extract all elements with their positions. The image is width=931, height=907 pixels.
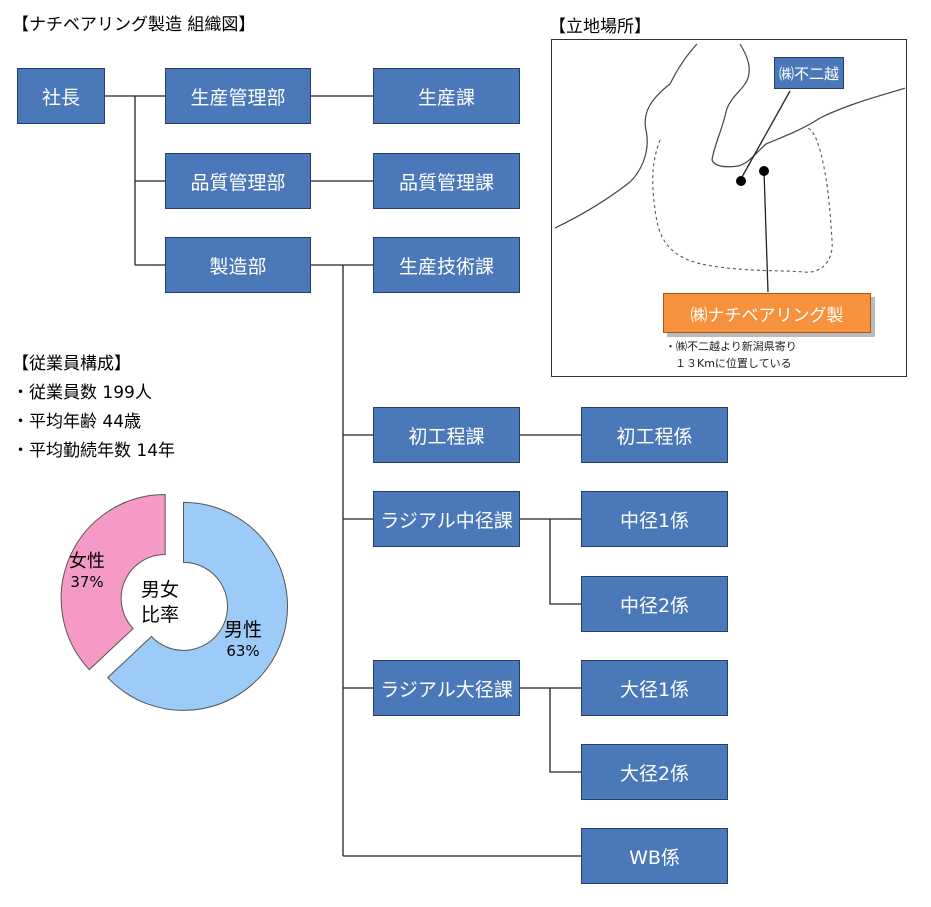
- employee-heading: 【従業員構成】: [12, 354, 131, 374]
- org-box-quality-mgmt-dept: 品質管理部: [165, 153, 311, 209]
- employee-info: 【従業員構成】 ・従業員数 199人 ・平均年齢 44歳 ・平均勤続年数 14年: [12, 350, 175, 466]
- org-box-large1-unit: 大径1係: [581, 660, 728, 716]
- pie-slice-female: [60, 493, 166, 671]
- map-note-line1: ・㈱不二越より新潟県寄り: [665, 340, 797, 353]
- org-box-large2-unit: 大径2係: [581, 744, 728, 800]
- location-map: ㈱不二越 ㈱ナチベアリング製 ・㈱不二越より新潟県寄り １３Kmに位置している: [551, 39, 907, 377]
- male-pct: 63%: [226, 642, 260, 660]
- org-box-initial-process-unit: 初工程係: [581, 407, 728, 463]
- pie-label-female: 女性 37%: [62, 547, 112, 591]
- map-label-nachi-bearing: ㈱ナチベアリング製: [663, 293, 871, 333]
- org-box-radial-large-section: ラジアル大径課: [373, 660, 520, 716]
- employee-count: ・従業員数 199人: [12, 383, 152, 403]
- org-box-mid2-unit: 中径2係: [581, 576, 728, 632]
- map-coastline: [554, 43, 905, 293]
- pie-center-line1: 男女: [140, 579, 179, 601]
- org-box-production-mgmt-dept: 生産管理部: [165, 68, 311, 124]
- org-box-mid1-unit: 中径1係: [581, 491, 728, 547]
- pie-center-line2: 比率: [140, 604, 179, 626]
- employee-avg-age: ・平均年齢 44歳: [12, 412, 142, 432]
- org-box-tech-section: 生産技術課: [373, 237, 520, 293]
- org-box-production-section: 生産課: [373, 68, 520, 124]
- gender-ratio-donut-chart: [60, 493, 288, 711]
- male-label: 男性: [223, 619, 262, 641]
- map-note: ・㈱不二越より新潟県寄り １３Kmに位置している: [665, 338, 797, 372]
- map-label-fujikoshi: ㈱不二越: [774, 57, 845, 89]
- map-note-line2: １３Kmに位置している: [675, 357, 792, 370]
- org-box-radial-mid-section: ラジアル中径課: [373, 491, 520, 547]
- org-box-president: 社長: [17, 68, 105, 124]
- female-pct: 37%: [70, 573, 104, 591]
- employee-avg-tenure: ・平均勤続年数 14年: [12, 441, 176, 461]
- map-heading: 【立地場所】: [549, 17, 651, 37]
- pie-slice-male: [106, 501, 288, 711]
- org-box-wb-unit: WB係: [581, 828, 728, 884]
- female-label: 女性: [69, 551, 105, 572]
- org-box-initial-process-section: 初工程課: [373, 407, 520, 463]
- page-title: 【ナチベアリング製造 組織図】: [12, 15, 256, 35]
- org-box-manufacturing-dept: 製造部: [165, 237, 311, 293]
- pie-center-label: 男女 比率: [130, 578, 190, 628]
- pie-label-male: 男性 63%: [215, 615, 271, 660]
- org-box-quality-section: 品質管理課: [373, 153, 520, 209]
